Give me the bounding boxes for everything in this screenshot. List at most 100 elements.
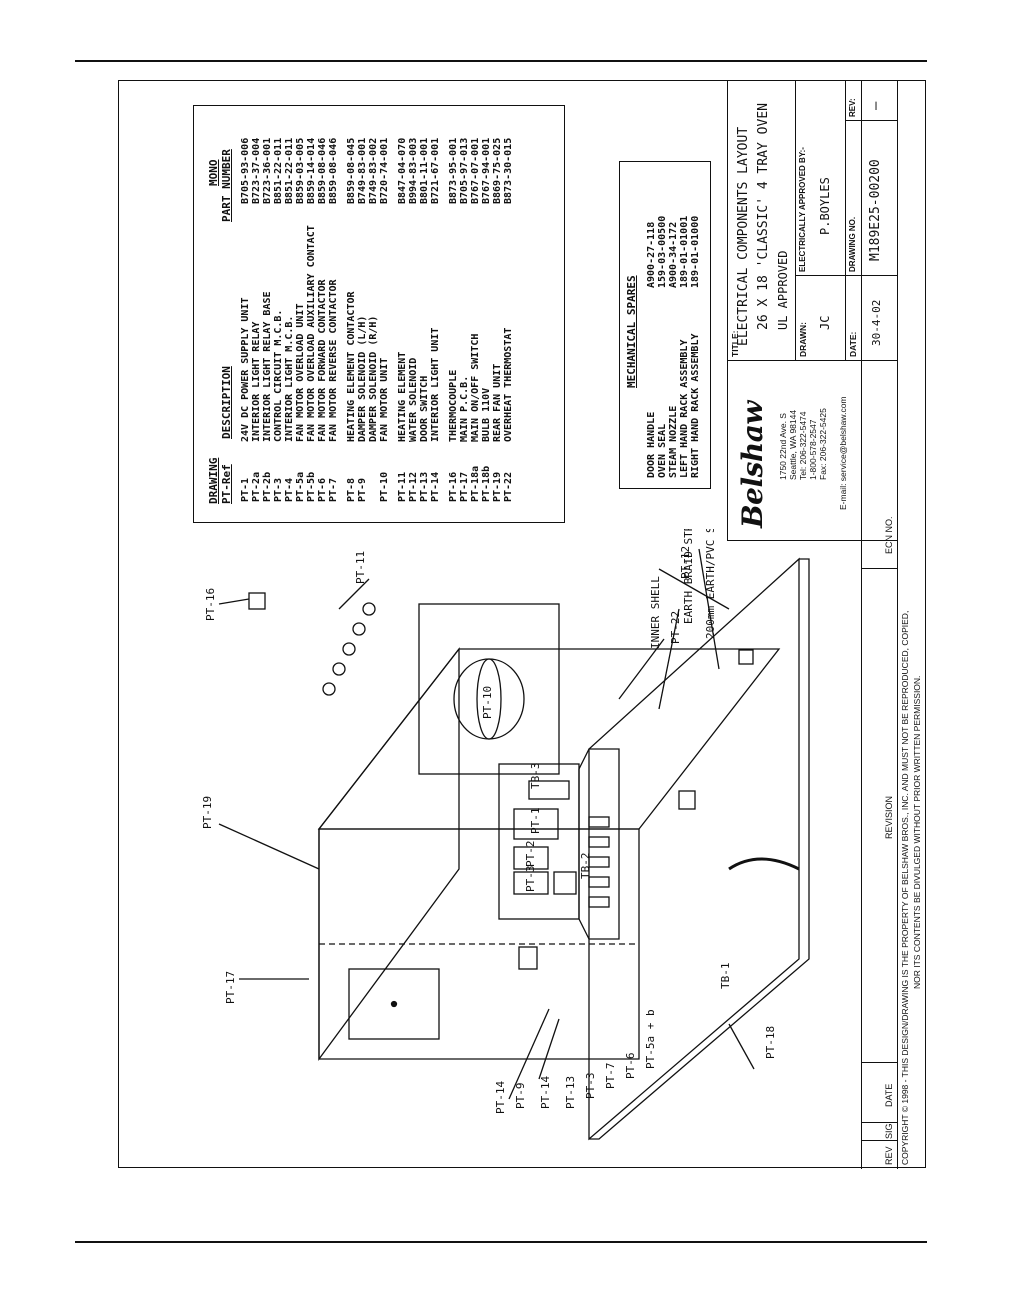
title-line-3: UL APPROVED <box>776 250 790 330</box>
part-description: FAN MOTOR FORWARD CONTACTOR <box>317 279 328 442</box>
part-number: B859-08-046 <box>328 137 339 204</box>
company-address: 1750 22nd Ave. S Seattle, WA 98144 Tel: … <box>778 408 828 480</box>
part-ref: PT-2b <box>262 471 273 502</box>
sig-column-label: SIG <box>884 1123 894 1139</box>
label-pt18: PT-18 <box>764 1026 777 1059</box>
drawn-value: JC <box>818 315 832 330</box>
spare-description: OVEN SEAL <box>657 423 668 478</box>
parts-table: DRAWING PT-Ref DESCRIPTION MONO PART NUM… <box>193 105 565 523</box>
label-pt7: PT-7 <box>604 1063 617 1090</box>
drawn-label: DRAWN: <box>798 322 808 357</box>
cabinet-side <box>317 648 781 830</box>
rev-column-label: REV <box>884 1146 894 1165</box>
rev-label: REV: <box>848 98 857 117</box>
approved-label: ELECTRICALLY APPROVED BY:- <box>798 147 807 272</box>
title-line-1: ELECTRICAL COMPONENTS LAYOUT <box>736 126 751 346</box>
part-description: DAMPER SOLENOID (R/H) <box>368 315 379 442</box>
part-description: MAIN ON/OFF SWITCH <box>470 333 481 442</box>
part-number: B859-14-014 <box>306 137 317 204</box>
part-number: B705-93-006 <box>240 137 251 204</box>
label-pt9: PT-9 <box>514 1083 527 1110</box>
part-ref: PT-1 <box>240 477 251 502</box>
part-description: HEATING ELEMENT CONTACTOR <box>346 291 357 442</box>
part-ref: PT-5b <box>306 471 317 502</box>
label-pt17: PT-17 <box>224 971 237 1004</box>
label-pt19: PT-19 <box>201 796 214 829</box>
spare-part-number: 189-01-01000 <box>690 215 701 288</box>
part-ref: PT-16 <box>448 471 459 502</box>
rev-cell: REV: — <box>846 80 898 120</box>
label-pt2: PT-2 <box>524 841 537 868</box>
bottom-rule <box>75 1241 927 1243</box>
part-description: OVERHEAT THERMOSTAT <box>503 327 514 442</box>
part-description: CONTROL CIRCUIT M.C.B. <box>273 309 284 442</box>
part-ref: PT-11 <box>397 471 408 502</box>
spare-description: STEAM NOZZLE <box>668 405 679 478</box>
title-line-2: 26 X 18 'CLASSIC' 4 TRAY OVEN <box>756 103 771 330</box>
part-ref: PT-18a <box>470 465 481 502</box>
parts-table-row: PT-1 24V DC POWER SUPPLY UNIT B705-93-006 <box>240 104 251 522</box>
part-ref: PT-4 <box>284 477 295 502</box>
part-number: B859-08-046 <box>317 137 328 204</box>
oven-isometric-drawing: PT-17 PT-18 PT-19 PT-16 PT-11 PT-12 PT-1… <box>201 529 810 1141</box>
label-pt13: PT-13 <box>564 1076 577 1109</box>
label-pt5: PT-5a + b <box>644 1009 657 1069</box>
part-description: THERMOCOUPLE <box>448 369 459 442</box>
date-cell: DATE: 30-4-02 <box>846 275 898 360</box>
spare-part-number: A900-27-118 <box>646 221 657 288</box>
spare-row: DOOR HANDLE A900-27-118 <box>646 160 657 488</box>
part-description: INTERIOR LIGHT RELAY BASE <box>262 291 273 442</box>
part-number: B869-75-025 <box>492 137 503 204</box>
col-header-ref: PT-Ref <box>220 464 233 504</box>
label-pt3b: PT-3 <box>524 866 537 893</box>
part-number: B994-83-003 <box>408 137 419 204</box>
approved-value: P.BOYLES <box>818 177 832 235</box>
spare-description: DOOR HANDLE <box>646 411 657 478</box>
date-column-label: DATE <box>884 1083 894 1107</box>
part-ref: PT-12 <box>408 471 419 502</box>
part-number: B859-03-005 <box>295 137 306 204</box>
label-earth-braid: EARTH BRAID STRAP <box>682 529 695 624</box>
part-description: MAIN P.C.B. <box>459 375 470 442</box>
part-description: BULB 110V <box>481 387 492 442</box>
col-header-description: DESCRIPTION <box>220 366 233 439</box>
part-ref: PT-2a <box>251 471 262 502</box>
part-description: 24V DC POWER SUPPLY UNIT <box>240 297 251 443</box>
label-pt14b: PT-14 <box>539 1076 552 1109</box>
copyright-line-2: NOR ITS CONTENTS BE DIVULGED WITHOUT PRI… <box>912 675 922 989</box>
part-ref: PT-14 <box>430 471 441 502</box>
part-number: B801-11-001 <box>419 137 430 204</box>
label-pt16: PT-16 <box>204 588 217 621</box>
cabinet-top <box>318 647 460 1061</box>
part-ref: PT-13 <box>419 471 430 502</box>
part-description: INTERIOR LIGHT RELAY <box>251 321 262 442</box>
part-number: B873-30-015 <box>503 137 514 204</box>
part-number: B847-04-070 <box>397 137 408 204</box>
label-earth-pvc: 200mm EARTH/PVC STRAP <box>704 529 717 639</box>
label-tb2: TB-2 <box>579 853 592 880</box>
spare-part-number: 159-03-00500 <box>657 215 668 288</box>
label-tb1: TB-1 <box>719 963 732 990</box>
label-pt12: PT-12 <box>679 546 692 579</box>
title-cell: TITLE: ELECTRICAL COMPONENTS LAYOUT 26 X… <box>728 80 796 360</box>
part-description: DAMPER SOLENOID (L/H) <box>357 315 368 442</box>
part-number: B767-07-001 <box>470 137 481 204</box>
